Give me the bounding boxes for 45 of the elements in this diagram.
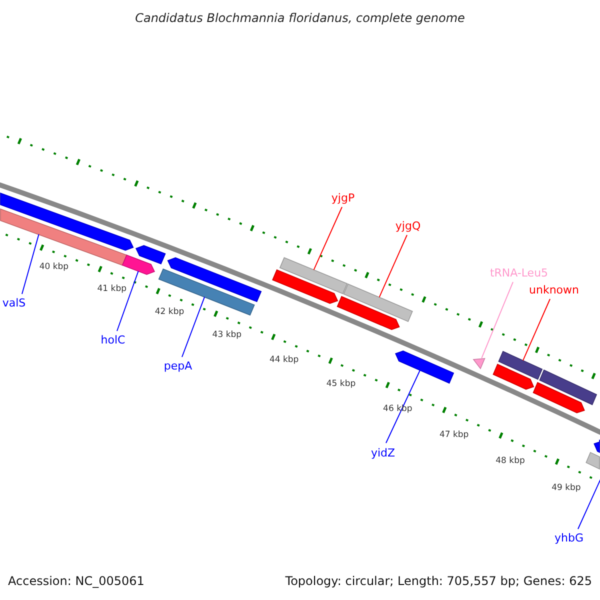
trna-marker xyxy=(472,358,486,370)
leader-line xyxy=(182,296,206,358)
gene-label: pepA xyxy=(164,360,192,372)
gene-feature xyxy=(343,283,413,322)
scale-label: 49 kbp xyxy=(552,484,581,493)
gene-feature xyxy=(594,440,600,453)
leader-line xyxy=(522,298,550,361)
gene-feature xyxy=(498,350,543,380)
gene-label: yjgQ xyxy=(395,220,421,232)
gene-label: holC xyxy=(100,334,126,346)
scale-label: 42 kbp xyxy=(154,308,184,316)
footer-text: Accession: NC_005061 xyxy=(8,575,144,587)
gene-label: yhbG xyxy=(554,532,584,544)
gene-feature xyxy=(492,364,534,390)
gene-feature xyxy=(586,452,600,470)
scale-label: 43 kbp xyxy=(212,331,242,340)
leader-line xyxy=(22,234,40,294)
gene-feature xyxy=(532,382,585,414)
gene-label: valS xyxy=(2,298,26,308)
gene-feature xyxy=(167,257,262,302)
scale-label: 45 kbp xyxy=(326,380,356,388)
leader-line xyxy=(481,282,514,359)
leader-line xyxy=(386,370,420,444)
footer-text: Topology: circular; Length: 705,557 bp; Genes: 625 xyxy=(285,575,592,587)
leader-line xyxy=(313,206,342,270)
scale-label: 40 kbp xyxy=(39,262,69,272)
gene-label: tRNA-Leu5 xyxy=(490,268,548,278)
gene-feature xyxy=(279,257,348,294)
gene-feature xyxy=(272,269,338,304)
scale-label: 44 kbp xyxy=(269,355,299,364)
scale-label: 41 kbp xyxy=(97,284,126,294)
gene-label: unknown xyxy=(529,284,579,296)
gene-feature xyxy=(395,350,454,384)
gene-feature xyxy=(336,296,400,330)
gene-feature xyxy=(0,192,134,251)
title: Candidatus Blochmannia floridanus, complete genome xyxy=(135,12,465,24)
leader-line xyxy=(116,270,139,332)
gene-feature xyxy=(135,245,166,264)
scale-label: 47 kbp xyxy=(439,430,469,440)
leader-line xyxy=(378,234,408,298)
gene-label: yjgP xyxy=(331,192,355,204)
gene-feature xyxy=(539,369,598,406)
scale-label: 48 kbp xyxy=(496,457,525,466)
gene-label: yidZ xyxy=(370,448,396,458)
gene-feature xyxy=(122,254,156,275)
